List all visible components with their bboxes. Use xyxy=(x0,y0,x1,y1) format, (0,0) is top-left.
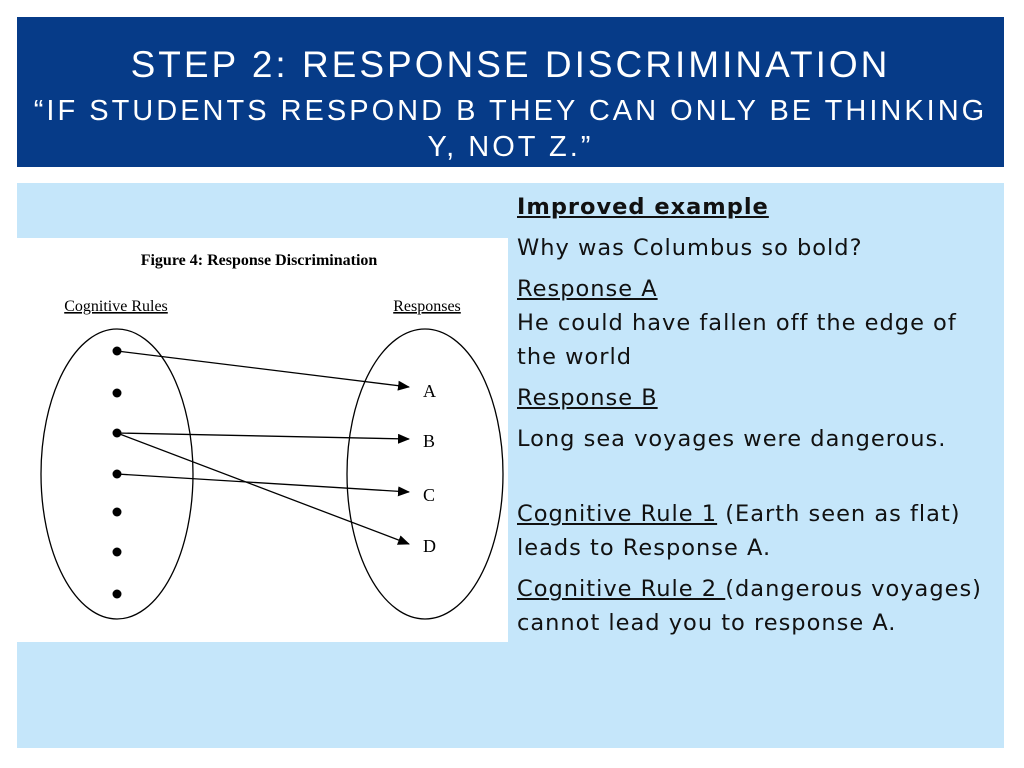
rule1-block: Cognitive Rule 1 (Earth seen as flat) le… xyxy=(517,497,997,565)
cognitive-rules-label: Cognitive Rules xyxy=(64,298,168,315)
response-label-b: B xyxy=(423,431,435,451)
response-b-label: Response B xyxy=(517,385,658,411)
arrow-to-b xyxy=(116,432,410,444)
responses-ellipse xyxy=(346,328,504,620)
rule2-text: (dangerous voyages) cannot lead you to r… xyxy=(517,576,982,636)
response-a-block: Response A He could have fallen off the … xyxy=(517,272,997,374)
question-text: Why was Columbus so bold? xyxy=(517,235,863,261)
mapping-diagram: Figure 4: Response Discrimination Cognit… xyxy=(40,252,504,620)
spacer xyxy=(517,463,997,497)
rule2-label: Cognitive Rule 2 xyxy=(517,576,726,602)
slide-title: Step 2: Response Discrimination xyxy=(130,44,891,85)
response-discrimination-figure: Figure 4: Response Discrimination Cognit… xyxy=(17,238,508,642)
title-banner: Step 2: Response Discrimination “If stud… xyxy=(17,17,1004,167)
rule1-text: (Earth seen as flat) leads to Response A… xyxy=(517,501,961,561)
response-label-c: C xyxy=(423,485,435,505)
rule-dot xyxy=(112,507,122,517)
figure-caption: Figure 4: Response Discrimination xyxy=(141,252,378,269)
rule-dot xyxy=(112,388,122,398)
improved-example-heading: Improved example xyxy=(517,194,769,220)
response-a-text: He could have fallen off the edge of the… xyxy=(517,310,957,370)
response-label-d: D xyxy=(423,536,436,556)
response-label-a: A xyxy=(423,381,436,401)
response-b-text: Long sea voyages were dangerous. xyxy=(517,426,947,452)
rule2-block: Cognitive Rule 2 (dangerous voyages) can… xyxy=(517,572,997,640)
response-a-label: Response A xyxy=(517,276,658,302)
rule1-label: Cognitive Rule 1 xyxy=(517,501,718,527)
arrow-to-d xyxy=(116,432,410,545)
rule-dot xyxy=(112,589,122,599)
cognitive-rules-ellipse xyxy=(40,328,194,620)
rule-dot xyxy=(112,547,122,557)
slide-subtitle: “If students respond B they can only be … xyxy=(33,95,988,163)
example-text: Improved example Why was Columbus so bol… xyxy=(517,190,997,647)
responses-label: Responses xyxy=(393,298,461,315)
arrow-to-a xyxy=(116,350,410,391)
arrow-to-c xyxy=(116,473,410,497)
